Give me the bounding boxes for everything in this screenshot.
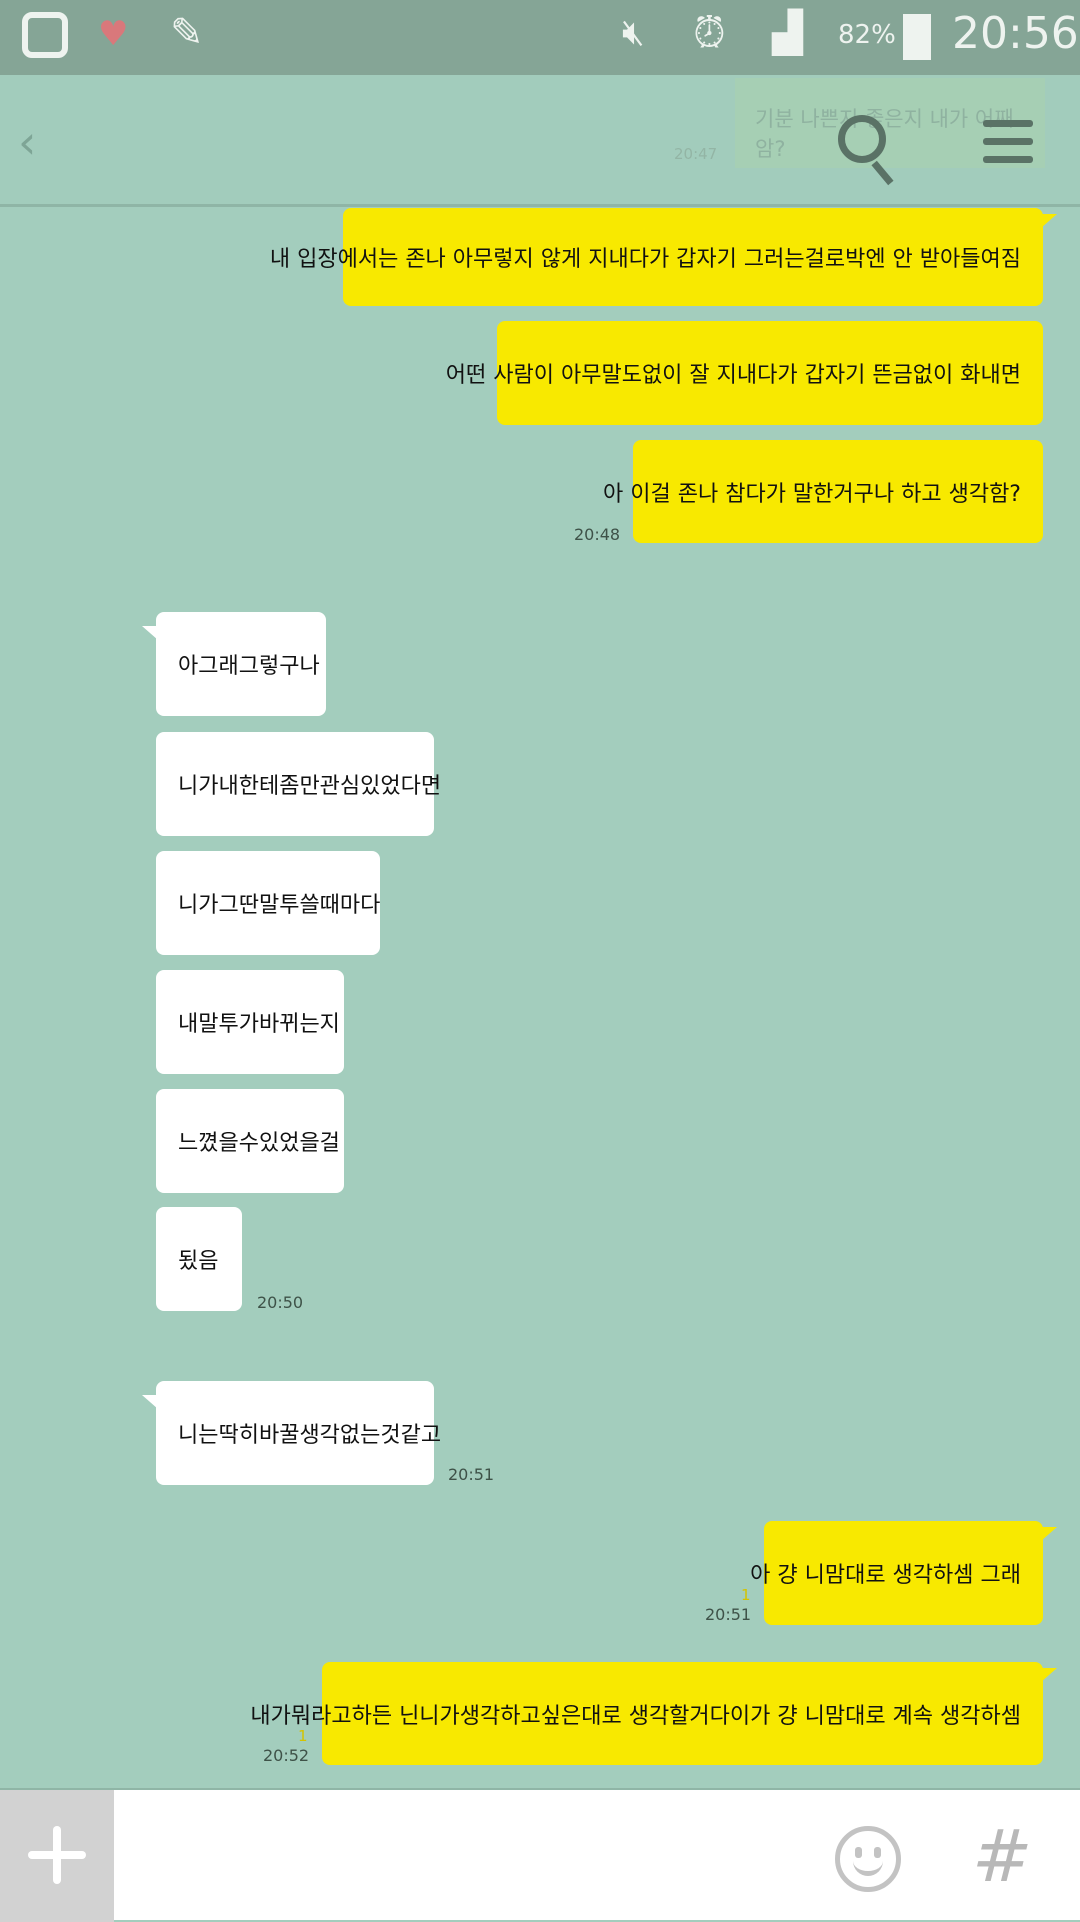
back-icon[interactable]: ‹	[18, 115, 37, 169]
carrier-logo-icon	[22, 12, 68, 58]
hearts-icon: ♥	[98, 14, 129, 54]
hash-icon[interactable]: #	[972, 1814, 1033, 1898]
battery-icon	[903, 14, 931, 60]
their-message[interactable]: 니가내한테좀만관심있었다면	[156, 732, 441, 836]
ghost-time: 20:47	[674, 145, 718, 163]
menu-icon[interactable]	[983, 120, 1033, 174]
message-time: 20:52	[263, 1746, 310, 1765]
my-message[interactable]: 어떤 사람이 아무말도없이 잘 지내다가 갑자기 뜬금없이 화내면	[446, 321, 1043, 425]
clock: 20:56	[952, 8, 1079, 59]
plus-icon[interactable]	[0, 1790, 114, 1922]
emoji-icon[interactable]	[835, 1826, 901, 1892]
status-bar: ♥ ✎ 🔇︎ ⏰︎ ▟ 82% 20:56	[0, 0, 1080, 75]
their-message[interactable]: 니는딱히바꿀생각없는것같고	[142, 1381, 441, 1485]
unread-count: 1	[741, 1586, 751, 1604]
message-time: 20:50	[257, 1293, 304, 1312]
battery-percent: 82%	[838, 20, 896, 50]
their-message[interactable]: 됬음	[156, 1207, 242, 1311]
their-message[interactable]: 내말투가바뀌는지	[156, 970, 344, 1074]
their-message[interactable]: 느꼈을수있었을걸	[156, 1089, 344, 1193]
alarm-icon: ⏰︎	[693, 8, 726, 57]
their-message[interactable]: 니가그딴말투쓸때마다	[156, 851, 380, 955]
message-input-bar[interactable]: #	[0, 1788, 1080, 1922]
unread-count: 1	[298, 1727, 308, 1745]
mute-icon: 🔇︎	[622, 12, 645, 53]
search-icon[interactable]	[838, 115, 886, 163]
signal-icon: ▟	[772, 10, 803, 56]
my-message[interactable]: 내가뭐라고하든 닌니가생각하고싶은대로 생각할거다이가 걍 니맘대로 계속 생각…	[250, 1662, 1057, 1765]
message-time: 20:48	[574, 525, 621, 544]
message-time: 20:51	[448, 1465, 495, 1484]
my-message[interactable]: 아 이걸 존나 참다가 말한거구나 하고 생각함?	[603, 440, 1043, 543]
pencil-icon: ✎	[170, 10, 204, 56]
my-message[interactable]: 내 입장에서는 존나 아무렇지 않게 지내다가 갑자기 그러는걸로박엔 안 받아…	[270, 208, 1057, 306]
their-message[interactable]: 아그래그렇구나	[142, 612, 326, 716]
my-message[interactable]: 아 걍 니맘대로 생각하셈 그래	[750, 1521, 1057, 1625]
message-time: 20:51	[705, 1605, 752, 1624]
